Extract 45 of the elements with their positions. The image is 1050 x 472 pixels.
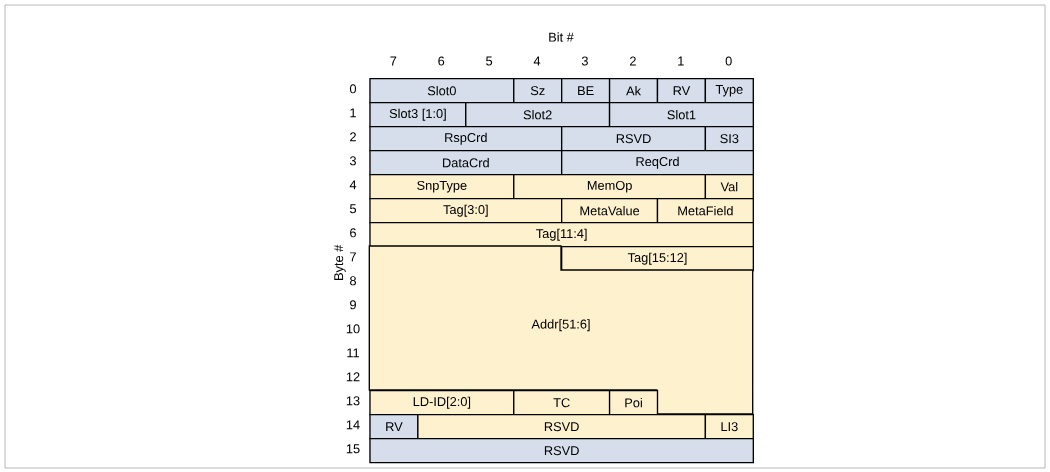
bit-number: 2 bbox=[630, 56, 636, 66]
byte-number: 1 bbox=[350, 108, 356, 118]
field-cell: Slot3 [1:0] bbox=[369, 102, 467, 128]
field-cell: Tag[15:12] bbox=[561, 246, 754, 272]
byte-number: 12 bbox=[346, 372, 360, 382]
field-cell: MetaValue bbox=[561, 198, 659, 224]
field-cell: RV bbox=[656, 78, 707, 104]
field-cell: Tag[3:0] bbox=[369, 198, 563, 224]
field-cell: TC bbox=[513, 390, 611, 416]
byte-number: 13 bbox=[346, 396, 360, 406]
field-cell: Sz bbox=[513, 78, 563, 104]
byte-number: 0 bbox=[349, 84, 357, 94]
bit-number: 0 bbox=[725, 56, 732, 66]
byte-number: 7 bbox=[350, 252, 356, 262]
bit-number: 4 bbox=[533, 56, 541, 66]
field-cell: LI3 bbox=[704, 414, 754, 440]
field-cell: SnpType bbox=[369, 174, 515, 200]
bit-number: 1 bbox=[678, 56, 684, 66]
axis-title: Byte # bbox=[334, 244, 346, 280]
axis-title: Bit # bbox=[549, 32, 574, 42]
field-cell: RV bbox=[369, 414, 419, 440]
field-cell: RspCrd bbox=[369, 126, 563, 152]
field-cell: BE bbox=[561, 78, 611, 104]
byte-number: 9 bbox=[350, 300, 356, 310]
bit-number: 7 bbox=[390, 56, 397, 66]
bit-number: 5 bbox=[486, 56, 493, 66]
field-cell: LD-ID[2:0] bbox=[369, 390, 515, 416]
byte-number: 3 bbox=[349, 156, 356, 166]
field-cell: SI3 bbox=[704, 126, 754, 152]
field-cell: Ak bbox=[608, 78, 659, 104]
byte-number: 14 bbox=[346, 420, 360, 430]
byte-number: 2 bbox=[350, 132, 356, 142]
field-cell: MetaField bbox=[656, 198, 754, 224]
byte-number: 4 bbox=[349, 180, 357, 190]
byte-number: 5 bbox=[349, 204, 357, 214]
field-cell: DataCrd bbox=[369, 150, 563, 176]
byte-number: 11 bbox=[347, 348, 359, 358]
field-cell: Poi bbox=[608, 390, 659, 416]
field-cell: Type bbox=[704, 78, 754, 104]
bit-number: 3 bbox=[581, 56, 588, 66]
byte-number: 8 bbox=[350, 276, 356, 286]
byte-number: 6 bbox=[350, 228, 356, 238]
field-cell: Val bbox=[704, 174, 754, 200]
bit-number: 6 bbox=[438, 56, 445, 66]
byte-number: 15 bbox=[346, 444, 360, 454]
